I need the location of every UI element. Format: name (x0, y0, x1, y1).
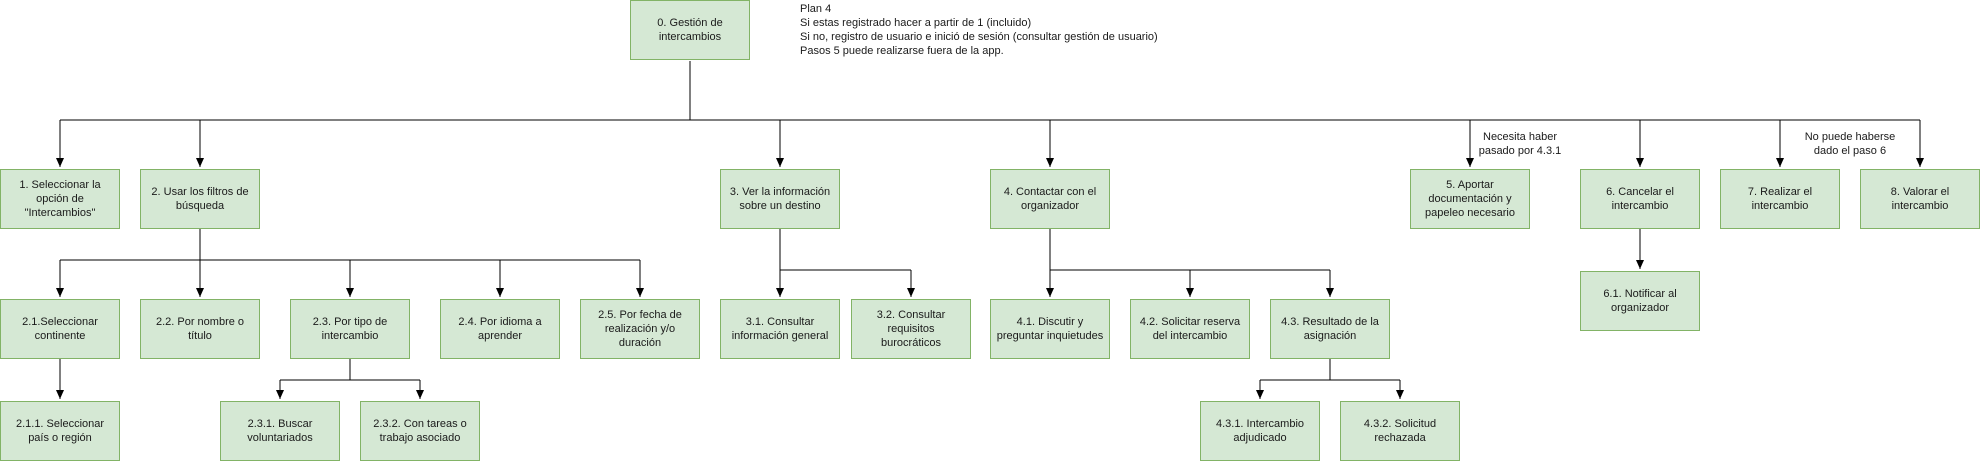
node-7-label: 7. Realizar el intercambio (1747, 186, 1813, 212)
node-2-1-1-label: 2.1.1. Seleccionar país o región (15, 418, 105, 444)
node-2-label: 2. Usar los filtros de búsqueda (151, 186, 249, 212)
node-8[interactable]: 8. Valorar el intercambio (1860, 169, 1980, 229)
edge-n2_3-bus (349, 359, 420, 381)
node-2-1-label: 2.1.Seleccionar continente (22, 316, 98, 342)
node-4-label: 4. Contactar con el organizador (1003, 186, 1097, 212)
node-2-1[interactable]: 2.1.Seleccionar continente (0, 299, 120, 359)
node-4-3[interactable]: 4.3. Resultado de la asignación (1270, 299, 1390, 359)
node-5[interactable]: 5. Aportar documentación y papeleo neces… (1410, 169, 1530, 229)
node-1[interactable]: 1. Seleccionar la opción de "Intercambio… (0, 169, 120, 229)
node-3-1[interactable]: 3.1. Consultar información general (720, 299, 840, 359)
node-7[interactable]: 7. Realizar el intercambio (1720, 169, 1840, 229)
node-6-1-label: 6.1. Notificar al organizador (1603, 288, 1677, 314)
node-8-label: 8. Valorar el intercambio (1890, 186, 1950, 212)
edge-n4-bus (1049, 229, 1330, 271)
node-6[interactable]: 6. Cancelar el intercambio (1580, 169, 1700, 229)
node-2-1-1[interactable]: 2.1.1. Seleccionar país o región (0, 401, 120, 461)
node-4-3-1[interactable]: 4.3.1. Intercambio adjudicado (1200, 401, 1320, 461)
node-4[interactable]: 4. Contactar con el organizador (990, 169, 1110, 229)
node-2-2[interactable]: 2.2. Por nombre o título (140, 299, 260, 359)
node-root[interactable]: 0. Gestión de intercambios (630, 0, 750, 60)
node-2-3-2-label: 2.3.2. Con tareas o trabajo asociado (373, 418, 467, 444)
node-4-1[interactable]: 4.1. Discutir y preguntar inquietudes (990, 299, 1110, 359)
node-3-label: 3. Ver la información sobre un destino (729, 186, 831, 212)
node-1-label: 1. Seleccionar la opción de "Intercambio… (19, 179, 101, 219)
node-4-3-2-label: 4.3.2. Solicitud rechazada (1363, 418, 1437, 444)
node-5-label: 5. Aportar documentación y papeleo neces… (1425, 179, 1515, 219)
node-4-3-1-label: 4.3.1. Intercambio adjudicado (1215, 418, 1305, 444)
edge-note-5: Necesita haber pasado por 4.3.1 (1478, 131, 1562, 157)
node-2-3[interactable]: 2.3. Por tipo de intercambio (290, 299, 410, 359)
edge-note-8: No puede haberse dado el paso 6 (1804, 131, 1896, 157)
node-2-5[interactable]: 2.5. Por fecha de realización y/o duraci… (580, 299, 700, 359)
node-3-2[interactable]: 3.2. Consultar requisitos burocráticos (851, 299, 971, 359)
node-2-3-1[interactable]: 2.3.1. Buscar voluntariados (220, 401, 340, 461)
node-3[interactable]: 3. Ver la información sobre un destino (720, 169, 840, 229)
node-6-label: 6. Cancelar el intercambio (1606, 186, 1674, 212)
plan-note: Plan 4 Si estas registrado hacer a parti… (800, 3, 1158, 57)
node-2-3-1-label: 2.3.1. Buscar voluntariados (247, 418, 313, 444)
node-4-3-label: 4.3. Resultado de la asignación (1281, 316, 1379, 342)
edge-n4_3-bus (1329, 359, 1400, 381)
node-2-3-label: 2.3. Por tipo de intercambio (312, 316, 388, 342)
node-2-4-label: 2.4. Por idioma a aprender (458, 316, 542, 342)
node-2-3-2[interactable]: 2.3.2. Con tareas o trabajo asociado (360, 401, 480, 461)
node-6-1[interactable]: 6.1. Notificar al organizador (1580, 271, 1700, 331)
node-2[interactable]: 2. Usar los filtros de búsqueda (140, 169, 260, 229)
node-2-4[interactable]: 2.4. Por idioma a aprender (440, 299, 560, 359)
node-4-3-2[interactable]: 4.3.2. Solicitud rechazada (1340, 401, 1460, 461)
node-4-2-label: 4.2. Solicitar reserva del intercambio (1139, 316, 1241, 342)
node-4-2[interactable]: 4.2. Solicitar reserva del intercambio (1130, 299, 1250, 359)
node-2-2-label: 2.2. Por nombre o título (155, 316, 245, 342)
edge-n3-bus (779, 229, 911, 271)
node-root-label: 0. Gestión de intercambios (657, 17, 723, 43)
node-4-1-label: 4.1. Discutir y preguntar inquietudes (996, 316, 1104, 342)
node-3-2-label: 3.2. Consultar requisitos burocráticos (876, 309, 946, 349)
node-2-5-label: 2.5. Por fecha de realización y/o duraci… (598, 309, 682, 349)
node-3-1-label: 3.1. Consultar información general (731, 316, 829, 342)
edge-n2-bus (199, 229, 640, 261)
